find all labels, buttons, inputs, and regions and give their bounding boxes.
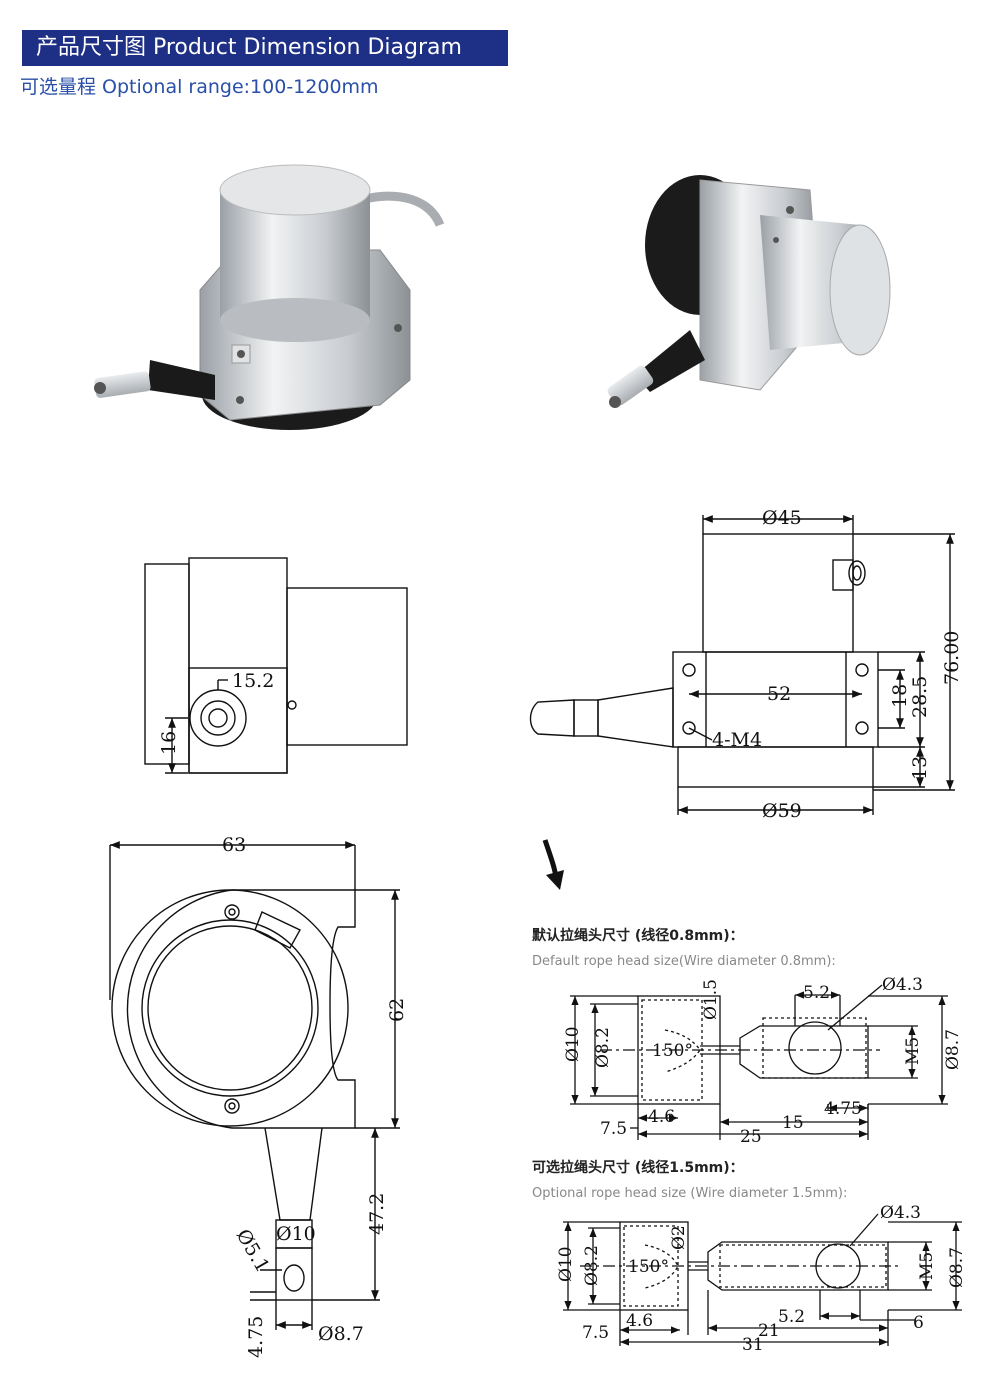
top-view-drawing: [529, 515, 955, 815]
dim-62: 62: [386, 998, 408, 1022]
default-d10: Ø10: [563, 1026, 583, 1062]
dim-45: Ø45: [762, 507, 802, 529]
optional-d8-7: Ø8.7: [947, 1247, 967, 1288]
hole-label: 4-M4: [712, 729, 762, 751]
optional-d31: 31: [742, 1335, 764, 1355]
front-view-drawing: [109, 841, 400, 1330]
optional-m5: M5: [917, 1252, 937, 1280]
product-photo-angled: [607, 175, 891, 408]
optional-d5-2: 5.2: [778, 1307, 805, 1327]
default-d4-6: 4.6: [648, 1107, 675, 1127]
default-head-drawing: [570, 984, 948, 1140]
dim-63: 63: [222, 834, 246, 856]
optional-d7-5: 7.5: [582, 1323, 609, 1343]
default-d1-5: Ø1.5: [701, 979, 721, 1020]
optional-head-subtitle: Optional rope head size (Wire diameter 1…: [532, 1186, 847, 1201]
dim-15-2: 15.2: [232, 670, 274, 692]
optional-head-drawing: [563, 1213, 962, 1346]
page-title: 产品尺寸图 Product Dimension Diagram: [22, 30, 508, 66]
dim-47-2: 47.2: [366, 1193, 388, 1235]
dim-4-75: 4.75: [245, 1316, 267, 1358]
optional-a150: 150°: [628, 1257, 669, 1277]
optional-head-title: 可选拉绳头尺寸 (线径1.5mm)：: [532, 1159, 744, 1176]
default-m5: M5: [903, 1037, 923, 1065]
default-d4-75: 4.75: [824, 1099, 862, 1119]
optional-d8-2: Ø8.2: [582, 1245, 602, 1286]
dim-10: Ø10: [276, 1223, 316, 1245]
dim-76: 76.00: [941, 631, 963, 685]
dim-5-1: Ø5.1: [232, 1226, 274, 1277]
default-d7-5: 7.5: [600, 1119, 627, 1139]
optional-d21: 21: [758, 1321, 780, 1341]
default-d8-7: Ø8.7: [943, 1029, 963, 1070]
default-head-title: 默认拉绳头尺寸 (线径0.8mm)：: [532, 927, 744, 944]
default-a150: 150°: [652, 1041, 693, 1061]
optional-d10: Ø10: [556, 1246, 576, 1282]
default-head-subtitle: Default rope head size(Wire diameter 0.8…: [532, 954, 836, 969]
side-view-drawing: [144, 557, 408, 774]
down-arrow-icon: [542, 839, 564, 890]
default-d25: 25: [740, 1127, 762, 1147]
range-label: 可选量程 Optional range:100-1200mm: [20, 76, 379, 98]
optional-d4-3: Ø4.3: [880, 1203, 921, 1223]
product-photo-front: [94, 164, 445, 430]
optional-d2: Ø2: [669, 1225, 689, 1250]
dim-16: 16: [158, 731, 180, 755]
default-d4-3: Ø4.3: [882, 975, 923, 995]
optional-d4-6: 4.6: [626, 1311, 653, 1331]
optional-d6: 6: [913, 1313, 924, 1333]
dim-13: 13: [909, 756, 931, 780]
dim-28-5: 28.5: [909, 676, 931, 718]
dim-8-7: Ø8.7: [318, 1323, 364, 1345]
dim-52: 52: [767, 683, 791, 705]
dim-59: Ø59: [762, 800, 802, 822]
default-d8-2: Ø8.2: [593, 1027, 613, 1068]
dim-18: 18: [889, 684, 911, 708]
default-d5-2: 5.2: [803, 983, 830, 1003]
default-d15: 15: [782, 1113, 804, 1133]
